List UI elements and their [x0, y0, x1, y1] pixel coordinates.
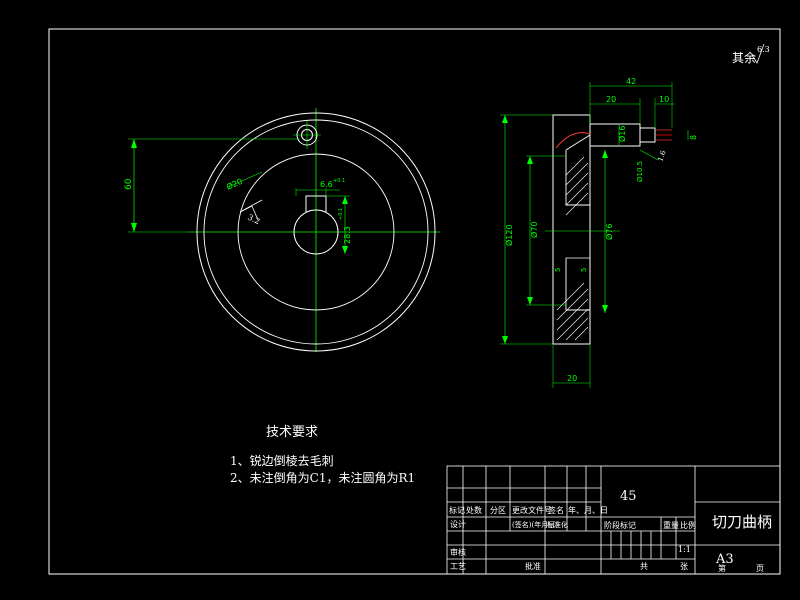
- tb-stage: 阶段标记: [604, 520, 636, 530]
- outer-rim-circle: [196, 112, 436, 352]
- tb-zone: 分区: [490, 506, 506, 515]
- dim-phi20: Ø20: [225, 176, 244, 192]
- section-hatching: [556, 156, 589, 341]
- dim-5-left: 5: [554, 268, 562, 272]
- tb-total: 共: [640, 562, 648, 571]
- tb-weight: 重量: [663, 520, 679, 530]
- drawing-size: A3: [715, 552, 734, 567]
- dim-60: 60: [124, 178, 134, 190]
- surface-finish-prefix: 其余: [732, 50, 756, 65]
- dim-phi16: Ø16: [617, 126, 627, 142]
- dim-roughness-side: 1.6: [656, 149, 668, 163]
- tb-count: 处数: [466, 505, 482, 515]
- handle-shaft: [590, 123, 641, 147]
- dim-20-bottom: 20: [567, 374, 577, 383]
- tb-design: 设计: [450, 519, 466, 529]
- tb-change-doc: 更改文件号: [512, 505, 552, 515]
- surface-finish-note: 其余 6.3: [732, 43, 770, 65]
- dim-42: 42: [626, 77, 636, 86]
- rim-chamfer-circle: [203, 119, 429, 345]
- tb-standardize: 标准化: [547, 520, 568, 529]
- side-view: 42 20 10 Ø16 8 Ø10.5 1.6 Ø120 Ø70: [500, 77, 698, 388]
- tb-process: 工艺: [450, 562, 466, 571]
- dim-key-6-6: 6.6: [320, 180, 333, 189]
- drawing-frame: [48, 28, 781, 575]
- web-circle: [237, 153, 395, 311]
- title-block-text: 45 切刀曲柄 A3 1:1 标记 处数 分区 更改文件号 签名 年、月、日 设…: [449, 489, 772, 573]
- dim-chamfer: Ø10.5: [636, 161, 644, 182]
- roughness-3-2: 3.2: [246, 213, 261, 227]
- front-view: 60 Ø20 3.2 6.6 +0.1 28.3 +0.1: [124, 108, 440, 352]
- tb-ratio: 比例: [680, 520, 696, 530]
- dim-8: 8: [689, 135, 698, 140]
- dim-key-tol: +0.1: [333, 178, 345, 184]
- material-value: 45: [620, 489, 637, 504]
- tb-page: 第: [718, 563, 726, 573]
- tech-item-2: 2、未注倒角为C1，未注圆角为R1: [230, 470, 415, 485]
- tb-approve: 批准: [525, 561, 541, 571]
- dim-phi120: Ø120: [504, 224, 514, 246]
- dim-10-top: 10: [659, 95, 669, 104]
- dim-20-top: 20: [606, 95, 616, 104]
- tech-requirements: 技术要求 1、锐边倒棱去毛刺 2、未注倒角为C1，未注圆角为R1: [230, 425, 415, 485]
- tb-date: 年、月、日: [568, 505, 608, 515]
- key-slot: [305, 195, 327, 212]
- tb-page-unit: 页: [756, 564, 764, 573]
- scale-value: 1:1: [678, 545, 691, 554]
- tb-review: 审核: [450, 547, 466, 557]
- handle-tip: [640, 127, 656, 143]
- part-name: 切刀曲柄: [712, 513, 772, 531]
- tb-mark: 标记: [449, 505, 465, 515]
- dim-phi70: Ø70: [529, 222, 539, 238]
- title-block: [446, 465, 781, 575]
- tb-sign: 签名: [548, 505, 564, 515]
- fillet-curve: [555, 132, 591, 149]
- hub-bore: [293, 209, 339, 255]
- tb-sheets: 张: [680, 562, 688, 571]
- dim-key-depth-tol: +0.1: [338, 208, 344, 220]
- dim-phi76: Ø76: [604, 224, 614, 240]
- tb-sign-date: (签名)(年月日): [512, 520, 558, 529]
- tech-title: 技术要求: [266, 425, 318, 440]
- surface-finish-value: 6.3: [757, 45, 770, 54]
- dim-key-depth: 28.3: [343, 226, 352, 244]
- tech-item-1: 1、锐边倒棱去毛刺: [230, 453, 334, 468]
- dim-5-right: 5: [580, 268, 588, 272]
